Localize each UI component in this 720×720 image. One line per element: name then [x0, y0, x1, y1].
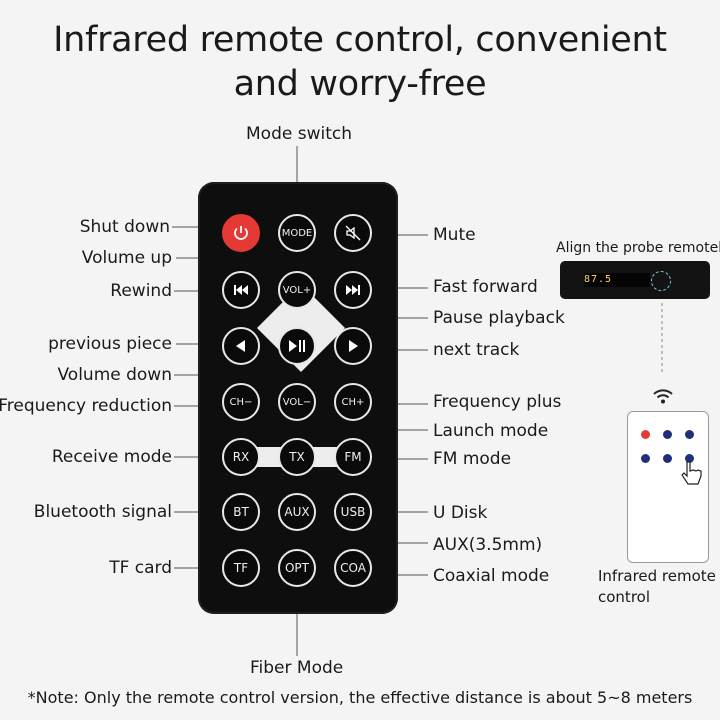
blue-dot-icon — [641, 454, 650, 463]
label-frequency-plus: Frequency plus — [433, 392, 562, 412]
ir-sensor-icon — [651, 271, 671, 291]
footnote: *Note: Only the remote control version, … — [27, 688, 693, 707]
next-button[interactable] — [334, 327, 372, 365]
label-mode-switch: Mode switch — [246, 124, 352, 144]
label-next-track: next track — [433, 340, 520, 360]
blue-dot-icon — [663, 430, 672, 439]
tx-button[interactable]: TX — [278, 438, 316, 476]
rewind-button[interactable] — [222, 271, 260, 309]
label-mute: Mute — [433, 225, 476, 245]
blue-dot-icon — [685, 454, 694, 463]
red-dot-icon — [641, 430, 650, 439]
label-fast-forward: Fast forward — [433, 277, 538, 297]
headline-line-1: Infrared remote control, convenient — [53, 20, 667, 60]
rx-button[interactable]: RX — [222, 438, 260, 476]
coa-button[interactable]: COA — [334, 549, 372, 587]
channel-down-button[interactable]: CH− — [222, 383, 260, 421]
triangle-right-icon — [349, 340, 358, 352]
ir-remote-illustration — [627, 411, 709, 563]
aux-button[interactable]: AUX — [278, 493, 316, 531]
bt-button[interactable]: BT — [222, 493, 260, 531]
label-u-disk: U Disk — [433, 503, 488, 523]
triangle-left-icon — [236, 340, 245, 352]
label-pause-playback: Pause playback — [433, 308, 565, 328]
mute-icon — [345, 225, 361, 241]
device-display: 87.5 — [584, 273, 650, 287]
hand-pointer-icon — [681, 461, 702, 485]
play-pause-icon — [289, 340, 305, 352]
blue-dot-icon — [663, 454, 672, 463]
probe-caption: Align the probe remotely — [556, 240, 720, 256]
label-volume-up: Volume up — [81, 248, 172, 268]
tf-button[interactable]: TF — [222, 549, 260, 587]
label-rewind: Rewind — [110, 281, 172, 301]
usb-button[interactable]: USB — [334, 493, 372, 531]
label-receive-mode: Receive mode — [51, 447, 172, 467]
label-previous-piece: previous piece — [48, 334, 172, 354]
headline-line-2: and worry-free — [233, 64, 487, 104]
previous-button[interactable] — [222, 327, 260, 365]
label-bluetooth-signal: Bluetooth signal — [33, 502, 172, 522]
transmitter-device: 87.5 — [560, 261, 710, 299]
label-volume-down: Volume down — [57, 365, 172, 385]
volume-up-button[interactable]: VOL+ — [278, 271, 316, 309]
power-button[interactable] — [222, 214, 260, 252]
opt-button[interactable]: OPT — [278, 549, 316, 587]
label-frequency-reduction: Frequency reduction — [0, 396, 172, 416]
label-coaxial-mode: Coaxial mode — [433, 566, 550, 586]
label-tf-card: TF card — [109, 558, 172, 578]
label-aux: AUX(3.5mm) — [433, 535, 543, 555]
volume-down-button[interactable]: VOL− — [278, 383, 316, 421]
fast-forward-icon — [346, 285, 360, 295]
mode-button[interactable]: MODE — [278, 214, 316, 252]
fast-forward-button[interactable] — [334, 271, 372, 309]
label-fiber-mode: Fiber Mode — [250, 658, 344, 678]
wifi-signal-icon — [653, 389, 673, 404]
ir-caption-line-2: control — [598, 588, 650, 606]
label-shut-down: Shut down — [79, 217, 170, 237]
fm-button[interactable]: FM — [334, 438, 372, 476]
pause-play-button[interactable] — [278, 327, 316, 365]
channel-up-button[interactable]: CH+ — [334, 383, 372, 421]
blue-dot-icon — [685, 430, 694, 439]
label-launch-mode: Launch mode — [433, 421, 549, 441]
ir-caption-line-1: Infrared remote — [598, 567, 716, 585]
rewind-icon — [234, 285, 248, 295]
power-icon — [234, 226, 248, 240]
mute-button[interactable] — [334, 214, 372, 252]
label-fm-mode: FM mode — [433, 449, 512, 469]
